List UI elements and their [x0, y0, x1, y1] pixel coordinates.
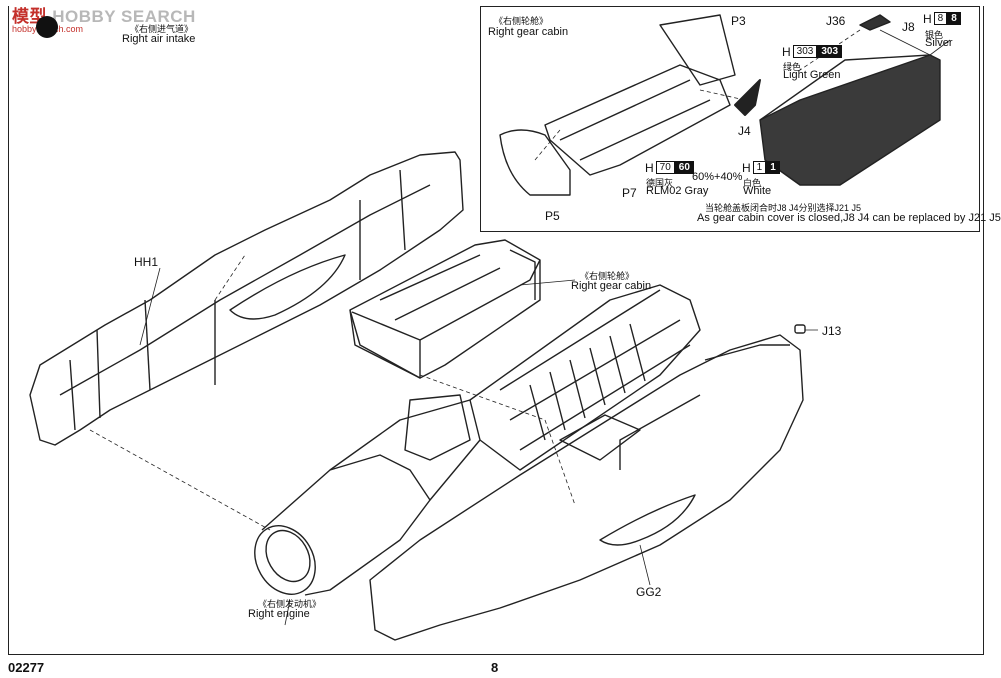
paint-silver-cn: 银色	[925, 30, 944, 40]
label-gear-cabin-en: Right gear cabin	[571, 280, 652, 292]
panel-plate	[559, 414, 641, 461]
kit-number: 02277	[8, 660, 45, 675]
paint-white: H 1 1	[742, 161, 780, 175]
part-label-j36: J36	[826, 14, 846, 28]
inset-label-gear-cabin-cn: 《右侧轮舱》	[494, 16, 549, 26]
gg2-window	[599, 494, 696, 546]
engine-assembly	[254, 284, 701, 596]
inset-note-en: As gear cabin cover is closed,J8 J4 can …	[697, 212, 1001, 224]
gg2-lower-shell	[369, 334, 804, 641]
label-right-air-intake-en: Right air intake	[122, 33, 196, 45]
inset-label-gear-cabin-en: Right gear cabin	[488, 26, 569, 38]
paint-gray: H 70 60	[645, 161, 694, 175]
paint-light-green-cn: 绿色	[783, 62, 802, 72]
part-label-j4: J4	[738, 124, 751, 138]
part-label-p7: P7	[622, 186, 637, 200]
paint-silver-en: Silver	[925, 37, 953, 49]
watermark-logo: 模型 HOBBY SEARCH	[12, 2, 196, 27]
label-right-engine-en: Right engine	[248, 608, 310, 620]
page-frame	[8, 6, 984, 655]
gear-cabin-box	[349, 239, 541, 379]
part-label-j8: J8	[902, 20, 915, 34]
part-label-p5: P5	[545, 209, 560, 223]
part-label-j13: J13	[822, 324, 842, 338]
paint-light-green: H 303 303	[782, 45, 843, 59]
paint-gray-en: RLM02 Gray	[646, 185, 709, 197]
inset-gear-cabin	[499, 14, 951, 196]
paint-mix-ratio: 60%+40%	[692, 171, 743, 183]
paint-silver: H 8 8	[923, 12, 961, 26]
hh1-intake-shell	[29, 151, 464, 446]
part-label-hh1: HH1	[134, 255, 159, 269]
paint-white-en: White	[743, 185, 772, 197]
page-number: 8	[491, 660, 499, 675]
hh1-window	[229, 254, 346, 320]
part-label-gg2: GG2	[636, 585, 662, 599]
paint-light-green-en: Light Green	[783, 69, 841, 81]
part-label-p3: P3	[731, 14, 746, 28]
watermark-text-b: HOBBY SEARCH	[52, 7, 196, 26]
step-number-badge	[36, 16, 58, 38]
paint-gray-cn: 德国灰	[646, 178, 674, 188]
inset-note-cn: 当轮舱盖板闭合时J8 J4分别选择J21 J5	[705, 203, 862, 213]
label-right-air-intake-cn: 《右侧进气道》	[130, 24, 194, 34]
paint-white-cn: 白色	[743, 178, 762, 188]
label-gear-cabin-cn: 《右侧轮舱》	[580, 271, 635, 281]
j13-part	[794, 324, 806, 334]
label-right-engine-cn: 《右侧发动机》	[258, 599, 322, 609]
